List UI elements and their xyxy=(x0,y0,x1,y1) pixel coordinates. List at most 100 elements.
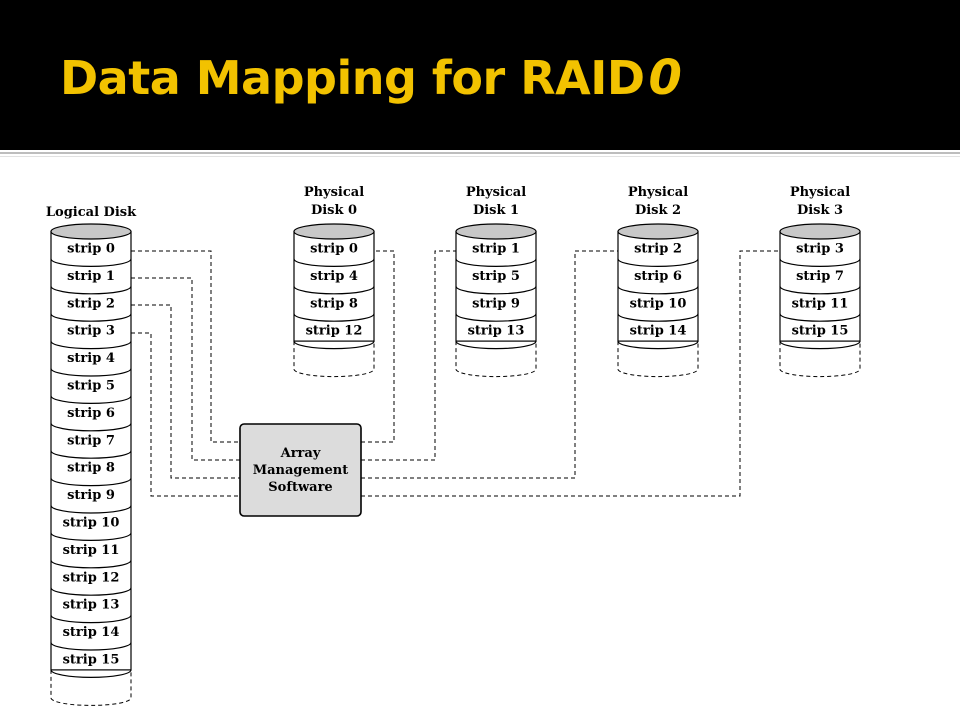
strip-divider xyxy=(50,477,132,487)
physical-disk-number: Disk 1 xyxy=(473,203,519,218)
strip-label: strip 8 xyxy=(310,296,358,311)
strip-divider xyxy=(455,340,537,350)
strip-divider xyxy=(617,286,699,295)
strip-label: strip 5 xyxy=(472,269,520,284)
strip-label: strip 9 xyxy=(67,488,115,503)
strip-label: strip 4 xyxy=(67,351,115,366)
strip-divider xyxy=(779,286,861,295)
strip-label: strip 6 xyxy=(67,406,115,421)
software-box-label: Software xyxy=(268,480,332,495)
strip-label: strip 3 xyxy=(796,242,844,257)
strip-label: strip 10 xyxy=(630,296,687,311)
strip-divider xyxy=(50,450,132,459)
disk-body xyxy=(455,230,537,342)
strip-label: strip 13 xyxy=(468,324,525,339)
strip-label: strip 2 xyxy=(634,242,682,257)
strip-label: strip 14 xyxy=(63,625,120,640)
dashed-connector xyxy=(131,250,240,443)
dashed-connector xyxy=(361,250,395,443)
slide-title-text: Data Mapping for RAID xyxy=(60,51,645,105)
strip-divider xyxy=(293,258,375,267)
strip-label: strip 11 xyxy=(63,543,120,558)
software-box-label: Management xyxy=(253,463,349,478)
software-box-label: Array xyxy=(280,446,321,461)
strip-divider xyxy=(455,258,537,267)
title-divider xyxy=(0,152,960,154)
strip-divider xyxy=(779,313,861,322)
disk-top xyxy=(293,223,375,240)
dashed-connector xyxy=(131,332,240,497)
dashed-connector xyxy=(361,250,618,479)
disk-continuation xyxy=(617,341,699,378)
dashed-connector xyxy=(361,250,780,497)
disk-group: strip 0 strip 1 strip 2 strip 3 strip 4 strip… xyxy=(46,185,861,706)
strip-divider xyxy=(50,395,132,404)
strip-divider xyxy=(50,505,132,514)
dashed-connector xyxy=(361,250,456,461)
strip-divider xyxy=(617,258,699,267)
slide-title-number: 0 xyxy=(648,50,682,106)
physical-disk-number: Disk 2 xyxy=(635,203,681,218)
strip-label: strip 5 xyxy=(67,379,115,394)
physical-disk-number: Disk 3 xyxy=(797,203,843,218)
strip-divider xyxy=(293,340,375,350)
disk-body xyxy=(779,230,861,342)
strip-divider xyxy=(617,313,699,322)
disk-continuation xyxy=(293,341,375,378)
strip-label: strip 0 xyxy=(310,242,358,257)
disk-body xyxy=(293,230,375,342)
strip-divider xyxy=(50,340,132,350)
connector-lines xyxy=(131,250,780,497)
strip-divider xyxy=(50,560,132,569)
software-box-frame xyxy=(239,423,362,517)
strip-label: strip 12 xyxy=(63,570,120,585)
strip-divider xyxy=(293,286,375,295)
disk-top xyxy=(779,223,861,240)
strip-label: strip 3 xyxy=(67,324,115,339)
physical-disk-label: Physical xyxy=(466,185,526,200)
disk-top xyxy=(455,223,537,240)
strip-divider xyxy=(50,587,132,596)
disk-continuation xyxy=(455,341,537,378)
disk-continuation xyxy=(779,341,861,378)
strip-divider xyxy=(50,669,132,678)
strip-divider xyxy=(50,313,132,322)
strip-label: strip 10 xyxy=(63,516,120,531)
strip-divider xyxy=(50,286,132,295)
strip-label: strip 15 xyxy=(63,653,120,668)
strip-label: strip 14 xyxy=(630,324,687,339)
strip-label: strip 15 xyxy=(792,324,849,339)
strip-label: strip 1 xyxy=(67,269,115,284)
strip-label: strip 2 xyxy=(67,296,115,311)
strip-label: strip 11 xyxy=(792,296,849,311)
strip-label: strip 13 xyxy=(63,598,120,613)
strip-label: strip 7 xyxy=(796,269,844,284)
strip-divider xyxy=(50,368,132,377)
strip-divider xyxy=(50,532,132,541)
physical-disk-number: Disk 0 xyxy=(311,203,357,218)
strip-divider xyxy=(455,286,537,295)
physical-disk-3: strip 3 strip 7 strip 11 strip 15 PhysicalDi… xyxy=(779,185,861,378)
strip-divider xyxy=(617,340,699,350)
strip-divider xyxy=(455,313,537,322)
slide-title: Data Mapping for RAID0 xyxy=(60,48,682,108)
strip-divider xyxy=(779,340,861,350)
strip-divider xyxy=(50,423,132,432)
disk-top xyxy=(50,223,132,240)
strip-divider xyxy=(779,258,861,267)
title-divider-thin xyxy=(0,156,960,157)
strip-label: strip 6 xyxy=(634,269,682,284)
strip-label: strip 8 xyxy=(67,461,115,476)
dashed-connector xyxy=(131,304,240,479)
strip-divider xyxy=(293,313,375,322)
physical-disk-label: Physical xyxy=(790,185,850,200)
dashed-connector xyxy=(131,277,240,461)
strip-divider xyxy=(50,258,132,267)
disk-top xyxy=(617,223,699,240)
disk-body xyxy=(50,230,132,671)
